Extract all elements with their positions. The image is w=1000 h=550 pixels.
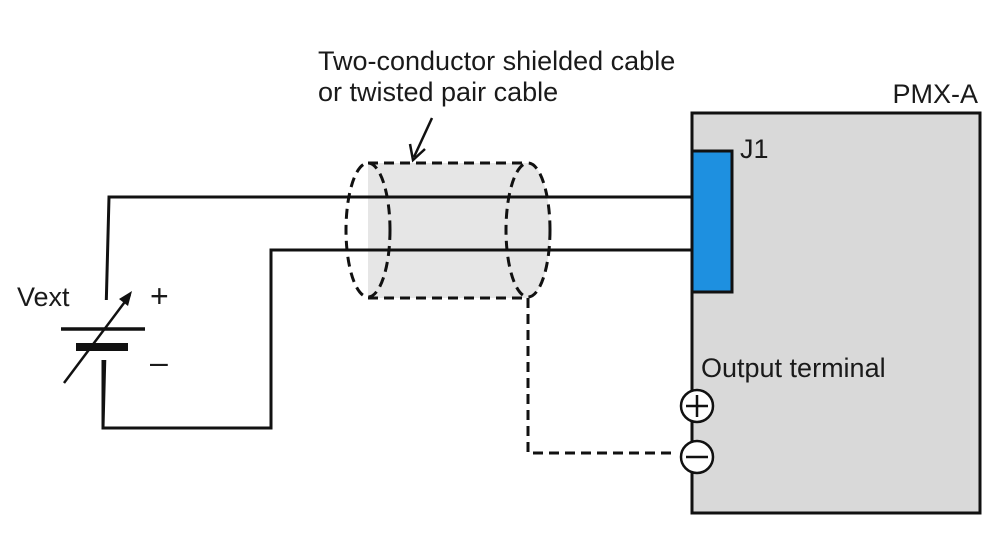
shield-right-end [504,161,552,299]
shield-drain-wire [526,298,677,455]
cable-label-line2: or twisted pair cable [318,77,558,107]
wire-negative [101,248,692,430]
plus-circle-icon [679,388,715,424]
source-plus-label: + [150,278,169,314]
j1-label: J1 [740,134,769,164]
j1-connector [690,149,734,294]
variable-arrow [63,294,131,384]
device-label: PMX-A [892,79,978,109]
vext-source [61,291,145,384]
cable-pointer-arrow [408,117,434,163]
cable-label-line1: Two-conductor shielded cable [318,46,675,76]
pmx-a-device-box [690,111,982,515]
minus-circle-icon [679,439,715,475]
source-minus-label: – [150,344,168,380]
shield-left-end [344,161,392,299]
vext-label: Vext [17,282,70,312]
cable-shield [368,161,550,300]
output-terminal-label: Output terminal [701,353,886,383]
